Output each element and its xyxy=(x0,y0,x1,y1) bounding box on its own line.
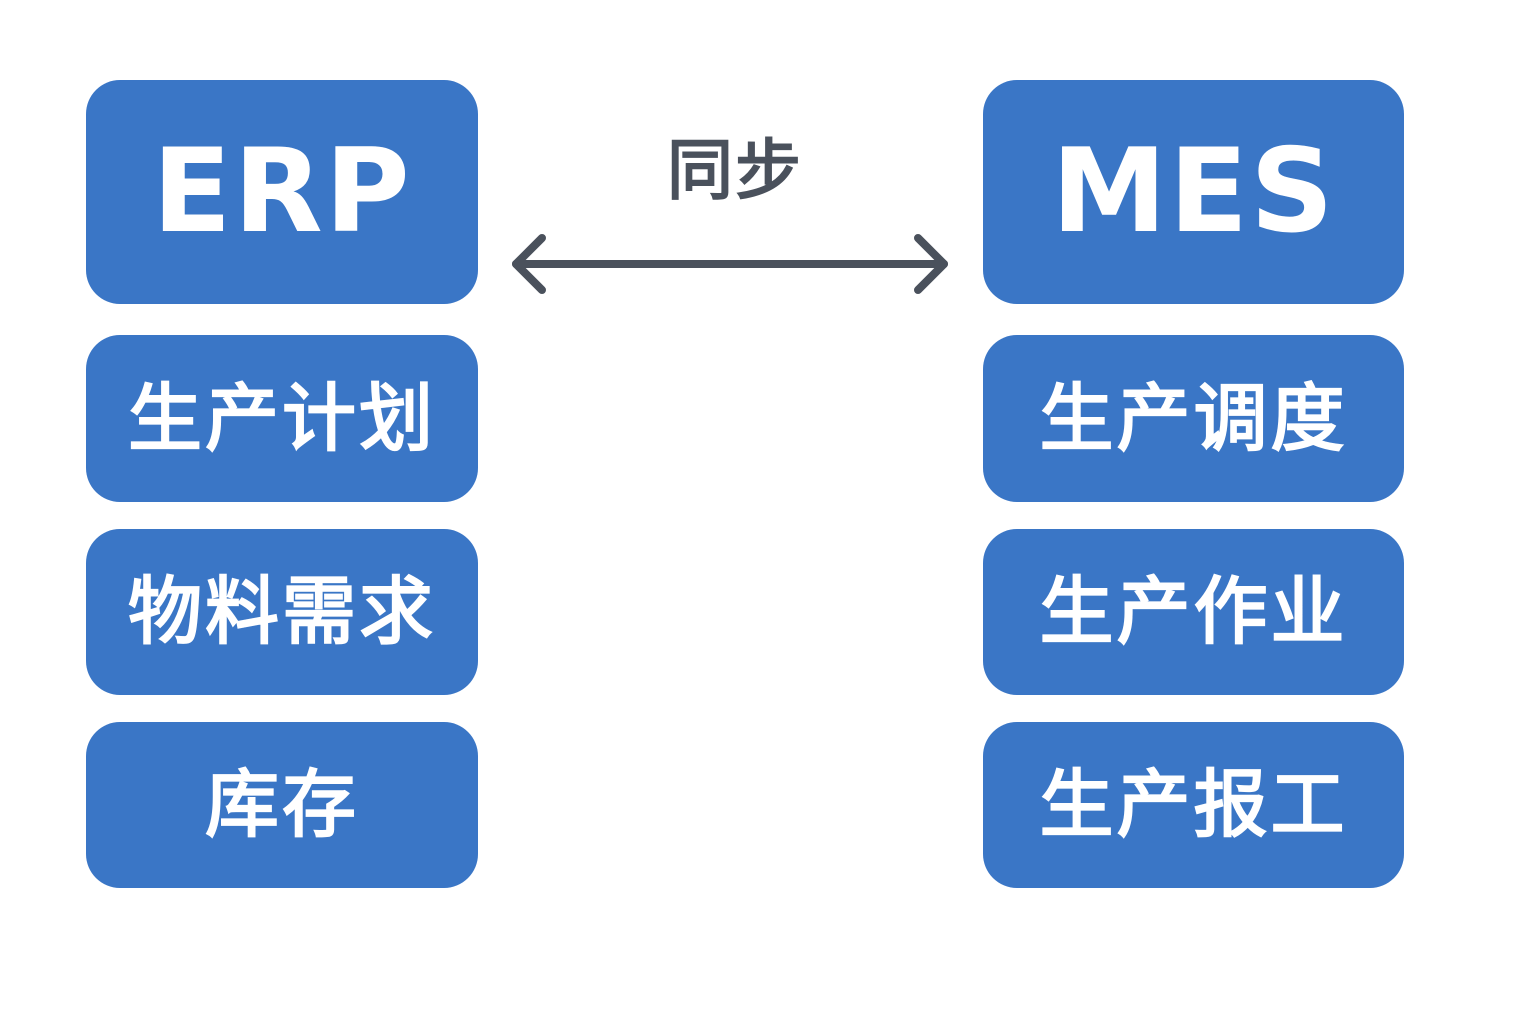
erp-module-box: 库存 xyxy=(86,722,478,888)
arrow-head-right xyxy=(914,234,948,294)
mes-module-box: 生产调度 xyxy=(983,335,1404,502)
erp-title: ERP xyxy=(152,124,412,259)
erp-header-box: ERP xyxy=(86,80,478,304)
mes-module-label: 生产调度 xyxy=(1039,375,1348,462)
arrow-head-left xyxy=(512,234,546,294)
erp-module-label: 生产计划 xyxy=(128,375,436,462)
double-arrow-icon xyxy=(512,234,948,294)
erp-module-label: 物料需求 xyxy=(128,569,436,655)
mes-header-box: MES xyxy=(983,80,1404,304)
mes-title: MES xyxy=(1051,124,1336,259)
erp-module-box: 生产计划 xyxy=(86,335,478,502)
mes-module-box: 生产报工 xyxy=(983,722,1404,888)
sync-label: 同步 xyxy=(667,132,803,209)
erp-module-label: 库存 xyxy=(205,762,359,848)
mes-module-box: 生产作业 xyxy=(983,529,1404,695)
erp-module-box: 物料需求 xyxy=(86,529,478,695)
mes-module-label: 生产报工 xyxy=(1039,762,1348,848)
mes-module-label: 生产作业 xyxy=(1039,569,1348,655)
